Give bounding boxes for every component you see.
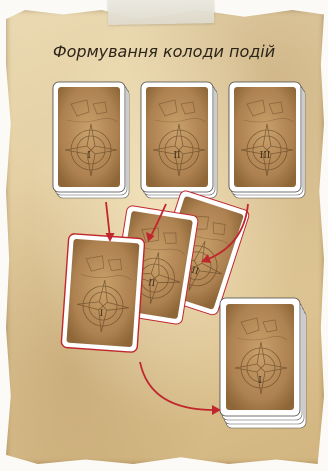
result-deck: I [220,298,306,428]
arrow-deck1-to-fan [106,202,110,238]
deck-1: I [53,82,129,198]
deck-1-numeral: I [87,151,91,161]
result-deck-numeral: I [258,376,262,386]
deck-3: III [229,82,305,198]
tape-strip [108,0,215,25]
deck-3-numeral: III [260,151,271,161]
deck-2: II [141,82,217,198]
arrow-fan-to-result [140,362,214,410]
deck-2-numeral: II [173,151,181,161]
fan-card-1: I [61,233,145,352]
